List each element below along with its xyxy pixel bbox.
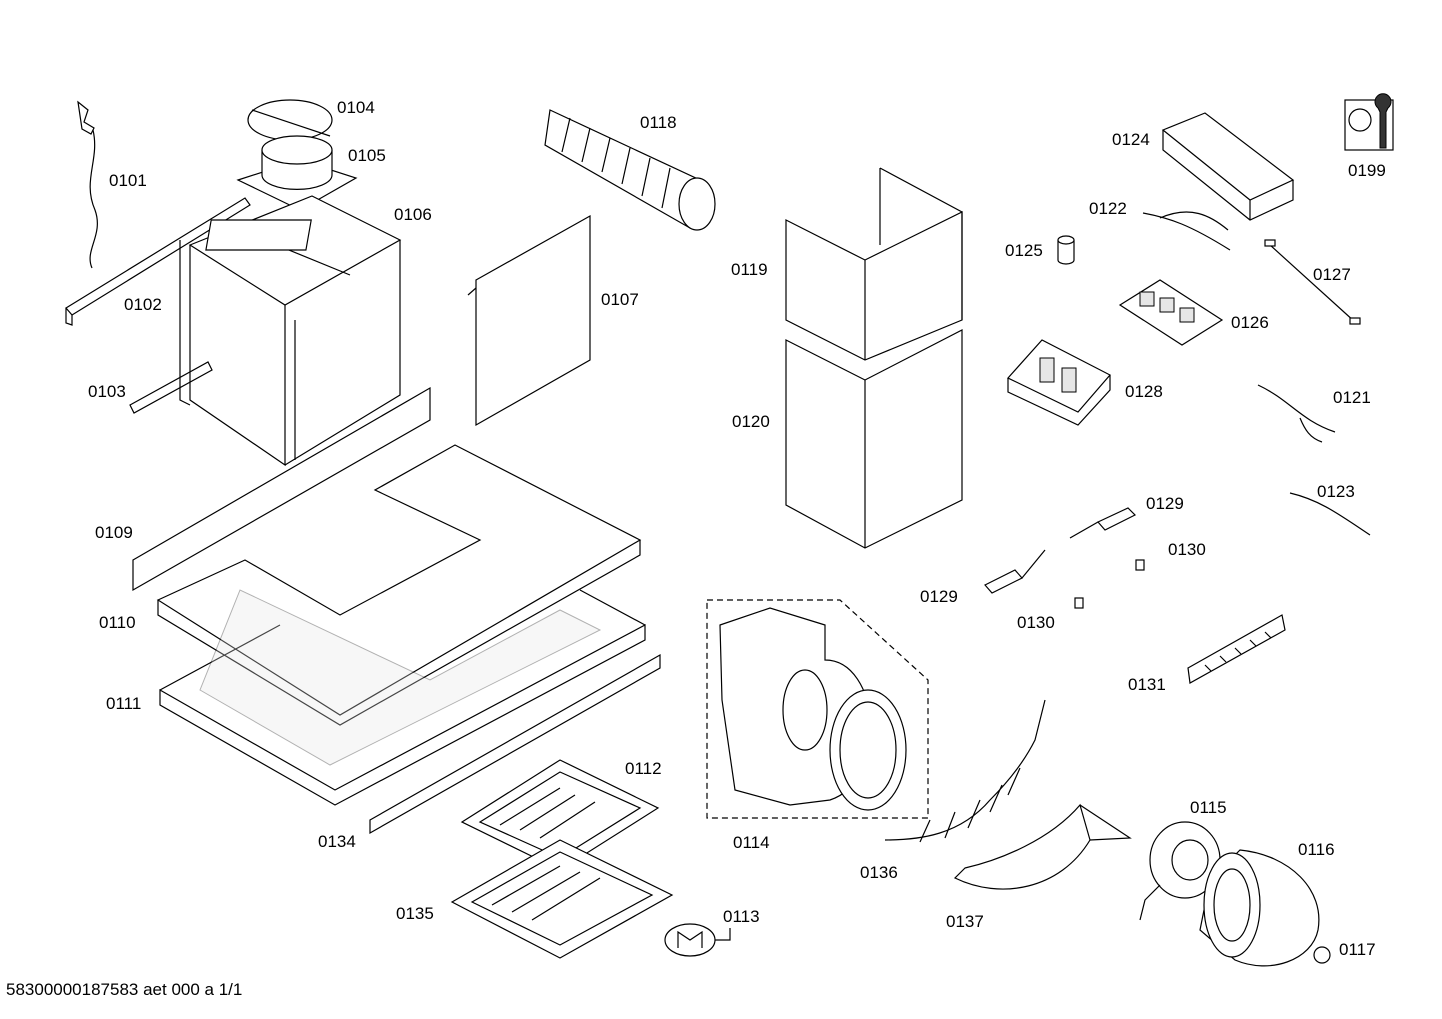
electronics-box-drawing: [1161, 112, 1295, 221]
label-0113: 0113: [723, 907, 760, 926]
label-0116: 0116: [1298, 840, 1335, 859]
label-0106: 0106: [394, 205, 432, 224]
switch-strip-drawing: [1187, 614, 1286, 684]
fan-wheel-drawing: [1199, 849, 1331, 967]
control-board-drawing: [1118, 279, 1224, 346]
label-0131: 0131: [1128, 675, 1166, 694]
sensor-cable-drawing: [1257, 384, 1336, 443]
label-0130-lower: 0130: [1017, 613, 1055, 632]
front-strip-drawing: [132, 386, 431, 592]
label-0111: 0111: [106, 694, 141, 713]
label-0123: 0123: [1317, 482, 1355, 501]
document-code: 58300000187583 aet 000 a 1/1: [6, 980, 243, 999]
fan-housing-drawing: [706, 599, 929, 819]
lower-chimney-drawing: [785, 329, 963, 549]
spring-clip-drawing: [664, 923, 731, 957]
label-0102: 0102: [124, 295, 162, 314]
label-0127: 0127: [1313, 265, 1351, 284]
upper-chimney-drawing: [785, 167, 963, 361]
switch-housing-drawing: [1007, 339, 1111, 426]
label-0199: 0199: [1348, 161, 1386, 180]
label-0135: 0135: [396, 904, 434, 923]
label-0122: 0122: [1089, 199, 1127, 218]
label-0134: 0134: [318, 832, 356, 851]
power-cord-drawing: [77, 100, 98, 269]
label-0104: 0104: [337, 98, 375, 117]
label-0128: 0128: [1125, 382, 1163, 401]
label-0109: 0109: [95, 523, 133, 542]
canopy-frame-drawing: [159, 589, 646, 806]
label-0105: 0105: [348, 146, 386, 165]
heating-coil-drawing: [884, 699, 1046, 843]
part-labels: 0101 0102 0103 0104 0105 0106 0107 0109 …: [88, 98, 1386, 959]
label-0129-lower: 0129: [920, 587, 958, 606]
label-0117: 0117: [1339, 940, 1376, 959]
label-0125: 0125: [1005, 241, 1043, 260]
lamp-holder-drawing: [984, 507, 1145, 609]
label-0119: 0119: [731, 260, 768, 279]
label-0121: 0121: [1333, 388, 1371, 407]
label-0103: 0103: [88, 382, 126, 401]
label-0115: 0115: [1190, 798, 1227, 817]
label-0120: 0120: [732, 412, 770, 431]
part-drawings: [65, 93, 1394, 967]
wiring-harness-drawing: [1142, 211, 1231, 251]
trim-strip-drawing: [369, 653, 661, 835]
label-0126: 0126: [1231, 313, 1269, 332]
label-0130-upper: 0130: [1168, 540, 1206, 559]
grease-filter-drawing: [450, 759, 674, 959]
label-0124: 0124: [1112, 130, 1150, 149]
mounting-bar-drawing: [65, 197, 251, 326]
duct-collar-drawing: [236, 99, 358, 211]
canopy-top-drawing: [156, 444, 642, 726]
curved-shield-drawing: [953, 803, 1132, 890]
capacitor-drawing: [1057, 235, 1075, 265]
label-0118: 0118: [640, 113, 677, 132]
label-0129-upper: 0129: [1146, 494, 1184, 513]
label-0136: 0136: [860, 863, 898, 882]
label-0107: 0107: [601, 290, 639, 309]
wrench-service-icon: [1344, 93, 1394, 151]
label-0112: 0112: [625, 759, 662, 778]
lamp-cable-drawing: [1289, 492, 1371, 536]
label-0114: 0114: [733, 833, 770, 852]
label-0101: 0101: [109, 171, 147, 190]
label-0137: 0137: [946, 912, 984, 931]
connector-cable-drawing: [1264, 239, 1361, 325]
rear-panel-drawing: [467, 214, 591, 427]
small-bracket-drawing: [129, 361, 213, 414]
cabinet-frame-drawing: [179, 195, 402, 467]
flex-hose-drawing: [544, 109, 716, 231]
label-0110: 0110: [99, 613, 136, 632]
